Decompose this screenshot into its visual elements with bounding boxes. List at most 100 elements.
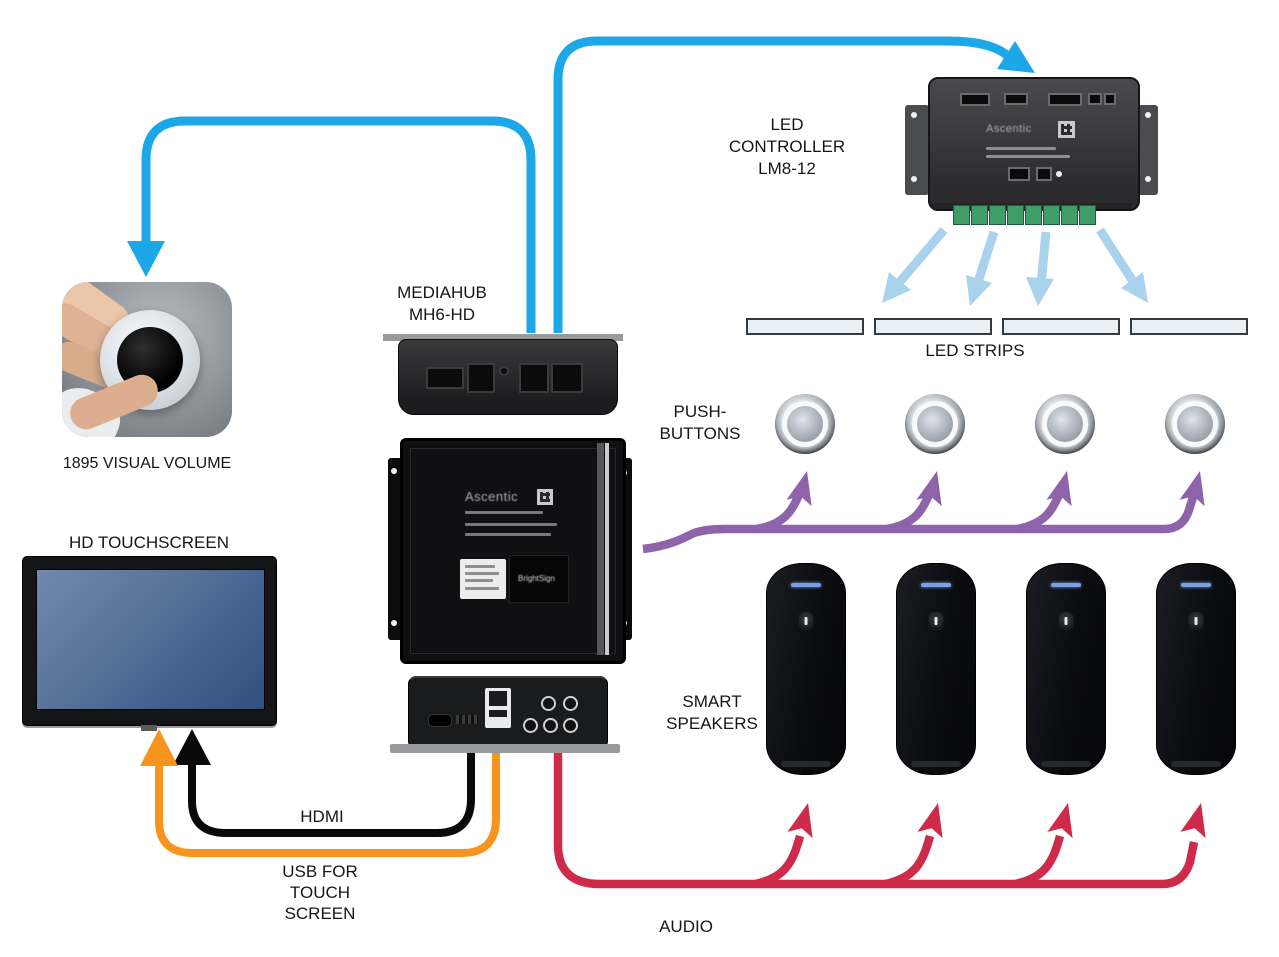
visual-volume-photo <box>62 282 232 437</box>
push-button <box>775 394 835 454</box>
push-button <box>1035 394 1095 454</box>
push-button <box>905 394 965 454</box>
purple-arrowhead-1 <box>786 471 812 507</box>
screw-hole <box>391 468 397 474</box>
controller-brand-text: Ascentic <box>986 123 1032 135</box>
label-line <box>986 155 1070 158</box>
red-arrowhead-4 <box>1180 803 1206 839</box>
rj45-usb-ports <box>485 688 511 728</box>
screw-hole <box>911 176 917 182</box>
audio-jack <box>541 696 556 711</box>
cyan-arrowhead-volume <box>127 241 165 277</box>
speaker-led <box>921 583 951 587</box>
controller-led <box>1056 171 1062 177</box>
speaker-button <box>798 612 814 630</box>
purple-arrowhead-4 <box>1179 471 1205 507</box>
speaker-base <box>781 761 831 767</box>
hdmi-arrowhead <box>173 729 211 765</box>
mediahub-port <box>551 363 583 393</box>
audio-jack <box>563 718 578 733</box>
speaker-button <box>1188 612 1204 630</box>
smart-speaker <box>1026 563 1106 775</box>
red-branch-2 <box>884 834 935 889</box>
usb-label-line2: TOUCH <box>289 883 351 902</box>
audio-jack <box>523 718 538 733</box>
cyan-wire-to-volume <box>141 116 536 333</box>
cyan-arrowhead-controller <box>997 41 1035 73</box>
fan-wire-2 <box>972 230 999 287</box>
controller-flange-left <box>905 105 929 195</box>
smart-speakers-caption-line2: SPEAKERS <box>666 714 758 733</box>
usb-label-line3: SCREEN <box>284 904 356 923</box>
controller-qr-code <box>1058 121 1075 138</box>
terminal-block <box>1043 205 1060 225</box>
push-buttons-caption-line1: PUSH- <box>673 402 727 421</box>
fan-wire-4 <box>1096 227 1138 286</box>
purple-bus <box>642 492 1199 554</box>
smart-speaker <box>766 563 846 775</box>
mediahub-white-label <box>460 559 506 599</box>
hdmi-label: HDMI <box>300 807 344 826</box>
speaker-led <box>1051 583 1081 587</box>
fan-arrowhead-4 <box>1121 272 1148 303</box>
fan-arrowhead-3 <box>1026 277 1054 306</box>
screw-hole <box>391 620 397 626</box>
speaker-led <box>791 583 821 587</box>
led-strip <box>874 318 992 335</box>
audio-jack <box>543 718 558 733</box>
speaker-led <box>1181 583 1211 587</box>
usb-label: USB FOR TOUCH SCREEN <box>282 861 358 924</box>
mediahub-mount-tab-left <box>388 458 403 640</box>
mediahub-port <box>467 363 495 393</box>
screw-hole <box>1145 112 1151 118</box>
red-arrowhead-1 <box>787 803 813 839</box>
controller-port <box>1004 93 1028 105</box>
led-strip <box>746 318 864 335</box>
controller-switch <box>1036 167 1052 181</box>
extender-unit <box>408 676 608 749</box>
controller-port <box>960 93 990 106</box>
usb-label-line1: USB FOR <box>282 862 358 881</box>
purple-arrowhead-2 <box>916 471 942 507</box>
usb-wire <box>155 753 500 857</box>
speaker-base <box>911 761 961 767</box>
smart-speaker <box>896 563 976 775</box>
touchscreen-stand <box>141 725 157 731</box>
mediahub-top-flange <box>383 334 623 341</box>
terminal-block <box>1025 205 1042 225</box>
fan-arrowhead-2 <box>966 275 992 306</box>
screw-hole <box>1145 176 1151 182</box>
push-buttons-caption: PUSH-BUTTONS <box>660 401 741 445</box>
screw-hole <box>911 112 917 118</box>
red-arrowhead-3 <box>1047 803 1073 839</box>
extender-grille <box>456 715 478 724</box>
fan-wire-3 <box>1036 231 1051 286</box>
terminal-block <box>953 205 970 225</box>
hdmi-wire <box>188 753 475 837</box>
touchscreen-screen <box>36 569 265 710</box>
mediahub-panel <box>410 448 616 654</box>
label-line <box>465 511 543 514</box>
usb-arrowhead <box>140 729 178 766</box>
extender-slot <box>428 714 452 727</box>
speaker-button <box>1058 612 1074 630</box>
smart-speakers-caption-line1: SMART <box>682 692 742 711</box>
led-controller-caption-line3: LM8-12 <box>758 159 816 178</box>
red-branch-1 <box>754 834 805 889</box>
terminal-block <box>1007 205 1024 225</box>
mediahub-side-strip <box>597 443 604 655</box>
mediahub-qr-code <box>537 489 553 505</box>
player-brand-text: BrightSign <box>518 574 555 583</box>
led-strip <box>1002 318 1120 335</box>
terminal-block <box>971 205 988 225</box>
red-branch-3 <box>1014 834 1065 889</box>
fan-wire-1 <box>894 227 948 287</box>
terminal-block <box>989 205 1006 225</box>
mediahub-top-unit <box>398 339 618 415</box>
led-strip <box>1130 318 1248 335</box>
audio-label: AUDIO <box>659 917 713 936</box>
mediahub-caption-line2: MH6-HD <box>408 305 476 324</box>
volume-caption: 1895 VISUAL VOLUME <box>62 455 232 472</box>
led-controller-caption-line2: CONTROLLER <box>728 137 846 156</box>
